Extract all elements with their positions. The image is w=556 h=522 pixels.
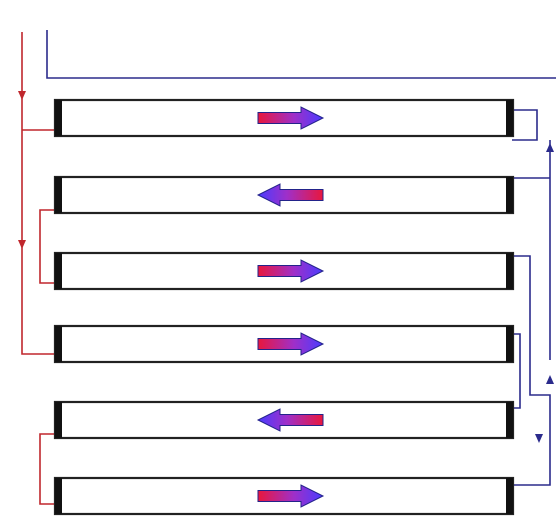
inlet-pipe-network [21, 32, 57, 505]
return-pipe-top [46, 30, 556, 79]
return-pipe-network [46, 30, 556, 486]
flow-arrow-right [257, 332, 325, 356]
tube-right-cap [506, 100, 513, 136]
tube-left-cap [55, 253, 62, 289]
connector-tube-5-6 [39, 433, 57, 505]
connector-tube-3-6 [512, 255, 551, 486]
return-flow-marker-2 [546, 375, 554, 384]
tubes-layer [53, 98, 515, 516]
inlet-pipe-main [21, 32, 57, 355]
flow-arrow-right [257, 106, 325, 130]
inlet-flow-marker-2 [18, 240, 26, 249]
flow-arrow-left [256, 408, 324, 432]
connector-tube-4-5 [512, 333, 521, 409]
return-flow-marker-1 [546, 143, 554, 152]
tube-left-cap [55, 478, 62, 514]
pipe-flow-markers [18, 91, 554, 443]
flow-arrows-layer [256, 106, 325, 508]
tube-1 [53, 98, 515, 138]
tube-right-cap [506, 253, 513, 289]
flow-arrow-right [257, 259, 325, 283]
tube-right-cap [506, 402, 513, 438]
tube-left-cap [55, 402, 62, 438]
tube-left-cap [55, 100, 62, 136]
tube-left-cap [55, 177, 62, 213]
flow-arrow-left [256, 183, 324, 207]
return-flow-marker-3 [535, 434, 543, 443]
inlet-flow-marker-1 [18, 91, 26, 100]
tube-left-cap [55, 326, 62, 362]
connector-tube-1 [512, 109, 538, 141]
flow-arrow-right [257, 484, 325, 508]
tube-right-cap [506, 177, 513, 213]
tube-right-cap [506, 478, 513, 514]
tube-right-cap [506, 326, 513, 362]
connector-tube-2-3 [39, 209, 57, 284]
